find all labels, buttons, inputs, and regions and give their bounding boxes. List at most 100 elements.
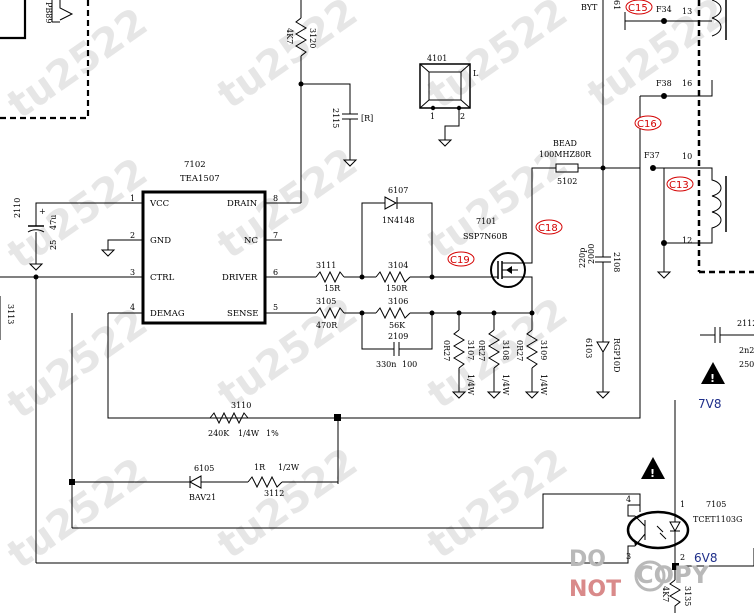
tag-c18-text: C18 [538, 223, 558, 234]
watermark-layer: tu2522 tu2522 tu2522 tu2522 tu2522 tu252… [0, 0, 736, 578]
ic-pin-ctrl: CTRL [150, 273, 175, 283]
r3104-ref: 3104 [388, 261, 408, 270]
optocoupler-7105: 7105 TCET1103G 1 4 3 2 3135 4K7 [36, 400, 754, 613]
c2108: 220p 2000 2108 [578, 0, 621, 330]
r3135-ref: 3135 [683, 586, 692, 606]
warning-icon: ! [701, 362, 725, 385]
tag-c13: C13 [666, 176, 694, 192]
warning-icon: ! [641, 457, 665, 480]
stamp-line-copy: COPY [636, 561, 710, 589]
d6105-r3112: 6105 BAV21 1R 1/2W 3112 [69, 313, 641, 529]
c2115-value: [R] [361, 114, 373, 123]
watermark-8: tu2522 [0, 299, 156, 428]
c2110-rating: 25 [49, 240, 58, 250]
d6107-ref: 6107 [388, 186, 408, 195]
ic-pin-num-1: 1 [130, 194, 135, 203]
node-f38: F38 [656, 79, 672, 88]
r3111-ref: 3111 [316, 261, 336, 270]
d6105-value: BAV21 [189, 493, 216, 502]
r3108-rating: 1/4W [501, 374, 510, 396]
tag-c16: C16 [634, 115, 662, 131]
u7105-ref: 7105 [706, 500, 726, 509]
r3112-ref: 3112 [264, 489, 284, 498]
ic-part: TEA1507 [180, 174, 220, 184]
r3112-value: 1R [254, 463, 266, 472]
u7105-pin3: 3 [626, 552, 631, 561]
term-12: 12 [682, 236, 692, 245]
mosfet-7101: 7101 SSP7N60B [463, 167, 556, 313]
ic-pin-num-6: 6 [273, 268, 278, 277]
r3105-value: 470R [316, 321, 338, 330]
r3106-ref: 3106 [388, 297, 408, 306]
r3109-value: 0R27 [515, 340, 524, 361]
u4101-ref: 4101 [427, 54, 447, 63]
q7101-ref: 7101 [476, 217, 496, 226]
ic-pin-nc: NC [244, 236, 258, 246]
part-4101: 4101 L 1 2 [419, 54, 479, 147]
sense-network: 3105 470R 3106 56K 2109 330n 100 [311, 297, 535, 369]
r3107-value: 0R27 [442, 340, 451, 361]
r3107-rating: 1/4W [466, 374, 475, 396]
r3107: 0R27 3107 1/4W [442, 313, 475, 399]
r3107-ref: 3107 [466, 340, 475, 360]
c2110-value: 47u [49, 215, 58, 230]
bead-5102: BEAD 100MHZ80R 5102 [539, 139, 640, 186]
d6107-value: 1N4148 [382, 216, 414, 225]
c2109-rating: 100 [402, 360, 417, 369]
r3109-rating: 1/4W [539, 374, 548, 396]
diode-6103: 6103 RGP10D [584, 330, 621, 399]
r3120: 4K7 3120 [285, 0, 317, 203]
ic-pin-num-2: 2 [130, 231, 135, 240]
u4101-pin1: 1 [430, 112, 435, 121]
r3111-value: 15R [324, 284, 341, 293]
ic-pin-drain: DRAIN [227, 199, 258, 209]
watermark-12: tu2522 [209, 439, 366, 568]
svg-text:!: ! [650, 467, 655, 480]
byt-label: BYT [581, 3, 598, 12]
r3110: 3110 240K 1/4W 1% [108, 401, 341, 484]
tag-c15: C15 [625, 0, 653, 15]
bead-value2: 100MHZ80R [539, 150, 592, 159]
c2115-ref: 2115 [331, 108, 340, 128]
r3108: 0R27 3108 1/4W [477, 313, 510, 399]
r3104-value: 150R [386, 284, 408, 293]
c2110-plus: + [39, 207, 46, 216]
ic-pin-driver: DRIVER [222, 273, 258, 283]
c2110-ref: 2110 [13, 198, 22, 218]
tag-c13-text: C13 [669, 180, 689, 191]
r3110-tol: 1% [266, 429, 279, 438]
d6105-ref: 6105 [194, 464, 214, 473]
term-13: 13 [682, 7, 692, 16]
ic-pin-num-4: 4 [130, 303, 135, 312]
d6103-value: RGP10D [612, 338, 621, 372]
watermark-1: tu2522 [0, 0, 156, 128]
r3109: 0R27 3109 1/4W [515, 313, 548, 399]
d6103-ref: 6103 [584, 338, 593, 358]
tag-c16-text: C16 [637, 119, 657, 130]
svg-text:!: ! [710, 372, 715, 385]
c2109-ref: 2109 [388, 332, 408, 341]
r3110-ref: 3110 [231, 401, 251, 410]
u7105-pin2: 2 [680, 553, 685, 562]
c2108-rating: 2000 [587, 244, 596, 264]
r3120-ref: 3120 [308, 28, 317, 48]
u4101-pin2: 2 [460, 112, 465, 121]
r3106-value: 56K [389, 321, 406, 330]
watermark-5: tu2522 [0, 149, 156, 278]
term-10: 10 [682, 152, 692, 161]
transformer-nodes: F37 10 12 F34 13 F38 16 [107, 0, 754, 419]
c61-label: 61 [612, 0, 621, 10]
ic-pin-num-8: 8 [273, 194, 278, 203]
node-f34: F34 [656, 5, 672, 14]
c2108-ref: 2108 [612, 252, 621, 272]
u7105-pin1: 1 [680, 500, 685, 509]
bead-ref: 5102 [557, 177, 577, 186]
ic-pin-vcc: VCC [149, 199, 169, 209]
tag-c15-text: C15 [628, 3, 648, 14]
watermark-2: tu2522 [209, 0, 366, 118]
r3110-rating: 1/4W [238, 429, 260, 438]
ic-7102: 7102 TEA1507 VCC GND CTRL DEMAG DRAIN NC… [36, 160, 311, 325]
